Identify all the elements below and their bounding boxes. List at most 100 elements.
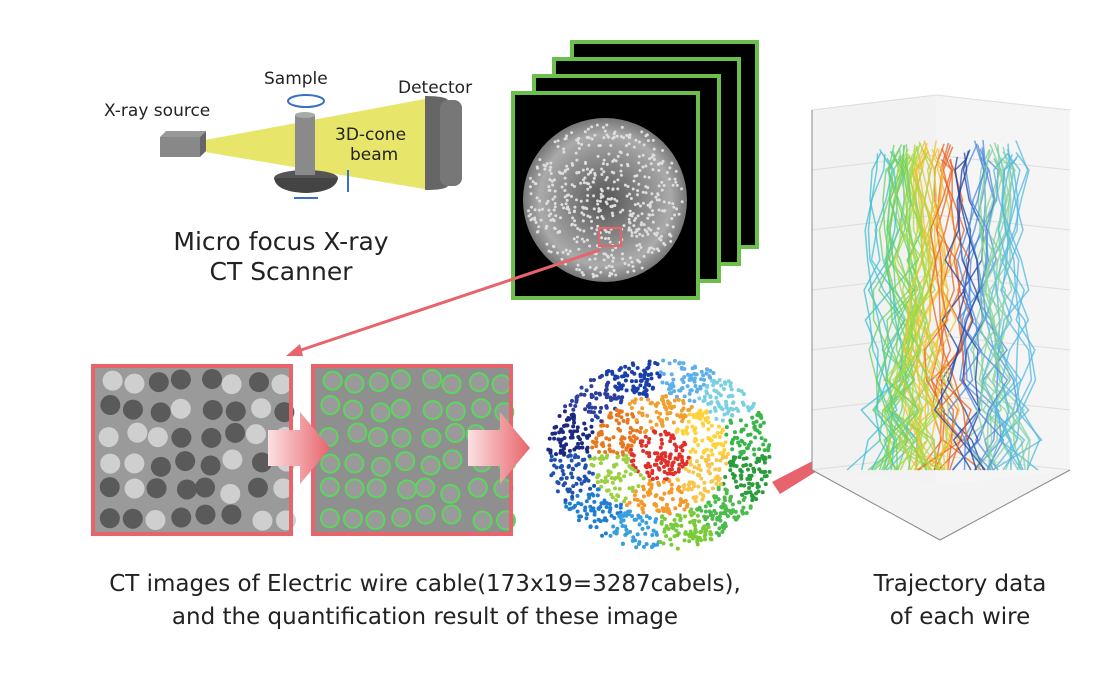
cluster-dot [578,514,583,519]
cluster-dot [660,380,665,385]
wire-trajectory [917,158,966,471]
cluster-dot [587,454,592,459]
cluster-dot [679,523,684,528]
cluster-dot [605,423,610,428]
cluster-dot [724,506,729,511]
wire-dot [566,193,570,197]
wire-dot [603,129,607,133]
cluster-dot [638,472,643,477]
detected-wire-ring [442,449,463,470]
cluster-dot [692,496,697,501]
wire-dot [551,183,555,187]
cluster-dot [596,506,601,511]
cluster-dot [748,477,753,482]
wire-dot [565,198,569,202]
cluster-dot [571,407,576,412]
cluster-dot [628,529,633,534]
wire-blob [124,373,145,394]
cluster-dot [680,419,685,424]
wire-dot [627,135,631,139]
cluster-dot [683,467,688,472]
cluster-dot [616,454,621,459]
cluster-dot [741,505,746,510]
cluster-dot [751,447,756,452]
wire-trajectory [1001,140,1041,471]
cluster-dot [619,409,624,414]
wire-dot [560,257,564,261]
cluster-dot [729,440,734,445]
cluster-dot [669,372,674,377]
cluster-dot [549,454,554,459]
wire-dot [660,188,664,192]
cluster-dot [737,500,742,505]
wire-dot [549,172,553,176]
wire-dot [672,205,676,209]
cluster-dot [668,439,673,444]
cluster-dot [724,455,729,460]
cluster-dot [576,434,581,439]
wire-dot [570,161,574,165]
cluster-dot [755,413,760,418]
detected-wire-ring [491,374,512,395]
cluster-dot [662,527,667,532]
wire-dot [577,147,581,151]
wire-dot [650,155,654,159]
cluster-dot [726,407,731,412]
wire-dot [553,227,557,231]
cluster-dot [631,535,636,540]
cluster-dot [709,423,714,428]
wire-dot [593,267,597,271]
cluster-dot [717,514,722,519]
cluster-dot [598,461,603,466]
cluster-dot [559,428,564,433]
wire-dot [560,185,564,189]
cluster-dot [757,447,762,452]
cluster-dot [658,411,663,416]
cluster-dot [675,457,680,462]
wire-dot [615,134,619,138]
cluster-dot [744,423,749,428]
wire-dot [670,161,674,165]
wire-dot [641,153,645,157]
wire-dot [587,143,591,147]
cluster-dot [705,415,710,420]
cluster-dot [752,424,757,429]
cluster-dot [608,533,613,538]
wire-dot [632,269,636,273]
wire-dot [612,135,616,139]
cluster-dot [762,474,767,479]
wire-dot [563,176,567,180]
wire-trajectory [976,149,1005,471]
wire-dot [600,172,604,176]
wire-dot [602,258,606,262]
cluster-dot [640,411,645,416]
cluster-dot [662,464,667,469]
wire-trajectory [951,144,1009,471]
cluster-dot [680,448,685,453]
wire-dot [639,245,643,249]
wire-dot [582,181,586,185]
wire-dot [635,234,639,238]
cluster-dot [708,503,713,508]
wire-blob [100,395,121,416]
cluster-dot [703,537,708,542]
cluster-dot [706,525,711,530]
wire-dot [543,167,547,171]
wire-dot [605,202,609,206]
cluster-dot [563,404,568,409]
wire-dot [550,179,554,183]
cluster-dot [734,516,739,521]
cluster-dot [706,453,711,458]
cluster-dot [692,371,697,376]
wire-trajectory [929,148,972,471]
wire-dot [592,194,596,198]
wire-dot [588,215,592,219]
cluster-dot [724,491,729,496]
wire-dot [648,201,652,205]
cluster-dot [757,467,762,472]
cluster-dot [701,382,706,387]
cluster-dot [709,537,714,542]
cluster-dot [757,456,762,461]
cluster-dot [552,457,557,462]
cluster-dot [571,484,576,489]
